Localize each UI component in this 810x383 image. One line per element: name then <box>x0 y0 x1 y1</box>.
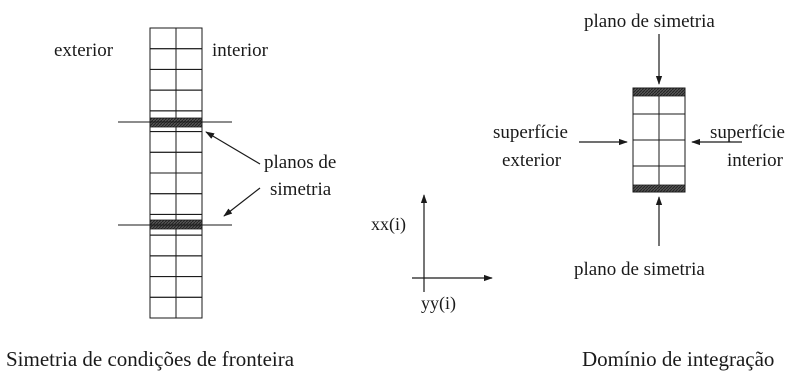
label-planos-line1: planos de <box>264 152 336 173</box>
left-grid-cell <box>149 48 177 70</box>
domain-grid-cell <box>632 113 660 141</box>
left-grid-cell <box>149 255 177 278</box>
axis-label-yy: yy(i) <box>421 293 456 314</box>
domain-grid-cell <box>632 139 660 167</box>
left-grid-cell <box>149 89 177 112</box>
left-symmetry-plane-top <box>118 117 232 128</box>
left-grid-cell <box>149 193 177 215</box>
left-grid-cell <box>149 131 177 153</box>
arrow-to-bottom-plane <box>223 187 261 217</box>
left-grid-cell <box>175 48 203 70</box>
right-symmetry-plane-bottom <box>632 184 686 193</box>
integration-domain-grid <box>632 87 686 193</box>
left-grid-cell <box>175 89 203 112</box>
label-superficie-ext-line2: exterior <box>502 150 562 171</box>
domain-grid-cell <box>658 139 686 167</box>
left-grid-cell <box>149 68 177 91</box>
label-superficie-int-line1: superfície <box>710 122 785 143</box>
left-grid-cell <box>175 68 203 91</box>
left-symmetry-plane-bottom <box>118 219 232 230</box>
left-grid-cell <box>149 172 177 195</box>
label-superficie-int-line2: interior <box>727 150 784 171</box>
caption-right: Domínio de integração <box>582 347 774 371</box>
label-plano-bottom: plano de simetria <box>574 259 705 280</box>
left-grid-cell <box>149 276 177 298</box>
left-grid-cell <box>149 296 177 319</box>
label-exterior: exterior <box>54 40 114 61</box>
arrow-to-top-plane <box>205 131 261 165</box>
left-grid-cell <box>149 27 177 50</box>
left-grid-cell <box>175 27 203 50</box>
axes-indicator <box>412 194 493 292</box>
label-interior: interior <box>212 40 269 61</box>
label-superficie-ext-line1: superfície <box>493 122 568 143</box>
left-grid-cell <box>175 172 203 195</box>
axis-label-xx: xx(i) <box>371 214 406 235</box>
left-grid-cell <box>175 151 203 174</box>
label-plano-top: plano de simetria <box>584 11 715 32</box>
left-grid-cell <box>175 234 203 257</box>
domain-grid-cell <box>658 113 686 141</box>
left-grid-cell <box>175 131 203 153</box>
label-planos-line2: simetria <box>270 179 332 200</box>
right-symmetry-plane-top <box>632 87 686 97</box>
left-grid-cell <box>175 193 203 215</box>
left-grid-cell <box>175 255 203 278</box>
left-column-grid <box>149 27 203 319</box>
left-grid-cell <box>175 276 203 298</box>
left-grid-cell <box>149 234 177 257</box>
left-grid-cell <box>149 151 177 174</box>
caption-left: Simetria de condições de fronteira <box>6 347 295 371</box>
left-grid-cell <box>175 296 203 319</box>
